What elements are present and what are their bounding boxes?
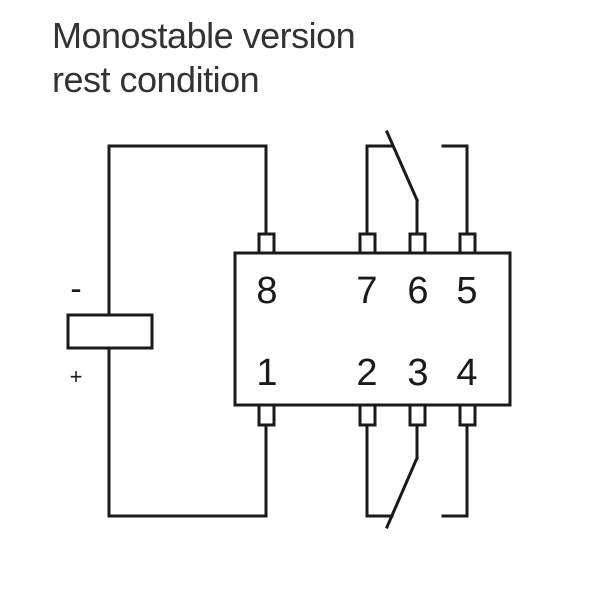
top-contact-pin7-wire	[365, 144, 394, 236]
pin-7-terminal	[358, 232, 377, 255]
pin-label-2: 2	[356, 352, 377, 394]
pin-label-4: 4	[456, 352, 477, 394]
pin-label-8: 8	[256, 270, 277, 312]
coil-plus-label: +	[70, 364, 83, 389]
pin-3-terminal	[408, 403, 427, 427]
coil-minus-label: -	[70, 270, 81, 308]
diagram-title: Monostable version rest condition	[52, 14, 356, 102]
pin-label-1: 1	[256, 352, 277, 394]
top-contact-pin5-wire	[441, 144, 469, 236]
pin-label-5: 5	[456, 270, 477, 312]
pin-2-terminal	[358, 403, 377, 427]
bottom-contact-pin2-wire	[365, 423, 394, 518]
coil-symbol	[66, 313, 154, 350]
pin-label-7: 7	[356, 270, 377, 312]
bottom-contact-pin4-wire	[441, 423, 469, 518]
title-line-2: rest condition	[52, 59, 260, 100]
coil-wire-bottom	[107, 346, 268, 518]
bottom-contact-switch-arm	[385, 456, 419, 529]
top-contact-switch-arm	[385, 130, 419, 202]
pin-label-6: 6	[407, 270, 428, 312]
coil-wire-top	[107, 144, 268, 317]
pin-4-terminal	[458, 403, 477, 427]
title-line-1: Monostable version	[52, 15, 356, 56]
pin-label-3: 3	[407, 352, 428, 394]
pin-1-terminal	[257, 403, 276, 427]
pin-8-terminal	[257, 232, 276, 255]
pin-5-terminal	[458, 232, 477, 255]
pin-6-terminal	[408, 232, 427, 255]
